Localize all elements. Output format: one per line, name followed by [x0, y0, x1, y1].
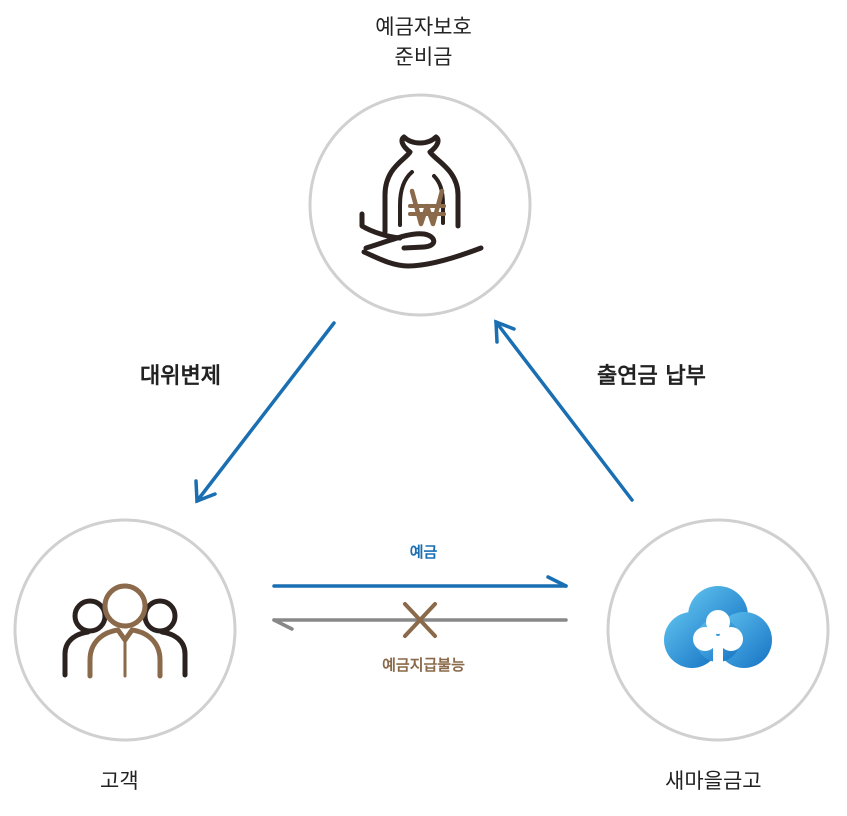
arrow-deposit	[272, 575, 568, 588]
fund-label-line1: 예금자보호	[375, 15, 472, 39]
clover-logo-icon	[664, 586, 772, 668]
money-bag-hand-icon	[359, 134, 484, 269]
customer-label: 고객	[100, 769, 139, 793]
arrow-fund-to-customer	[194, 321, 336, 504]
fund-label: 예금자보호 준비금	[0, 12, 847, 72]
arrow-bank-to-fund	[494, 319, 634, 502]
payment-failure-label: 예금지급불능	[382, 656, 465, 674]
subrogation-label: 대위변제	[140, 364, 221, 389]
bank-label: 새마을금고	[665, 769, 762, 793]
customer-circle	[13, 518, 237, 742]
cross-mark-icon	[403, 602, 437, 638]
fund-label-line2: 준비금	[394, 45, 453, 69]
people-group-icon	[62, 583, 188, 679]
contribution-label: 출연금 납부	[597, 364, 706, 389]
deposit-label: 예금	[409, 543, 438, 561]
